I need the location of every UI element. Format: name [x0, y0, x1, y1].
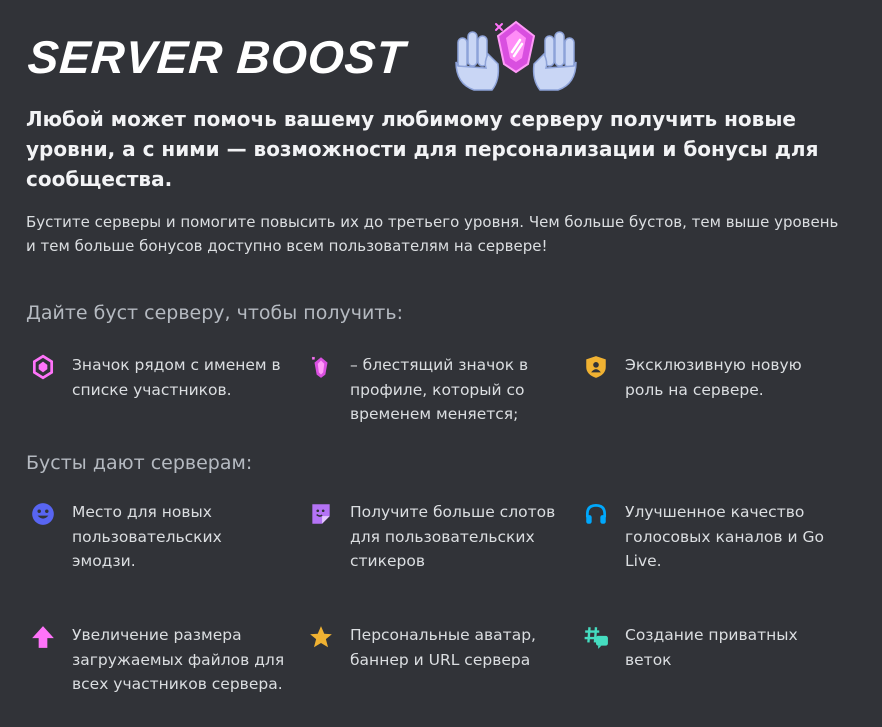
perk-text: Эксклюзивную новую роль на сервере.: [625, 356, 802, 399]
perk-text: Значок рядом с именем в списке участнико…: [72, 356, 281, 399]
perk-badge: Значок рядом с именем в списке участнико…: [30, 353, 287, 402]
perk-text: Улучшенное качество голосовых каналов и …: [625, 503, 824, 570]
perk-voice-quality: Улучшенное качество голосовых каналов и …: [583, 500, 840, 574]
page-title: SERVER BOOST: [26, 31, 408, 83]
perk-role: Эксклюзивную новую роль на сервере.: [583, 353, 840, 402]
thread-icon: [584, 627, 608, 649]
perk-text: Увеличение размера загружаемых файлов дл…: [72, 626, 285, 693]
headphones-icon: [585, 503, 607, 524]
intro-lead: Любой может помочь вашему любимому серве…: [26, 107, 819, 191]
intro-sub: Бустите серверы и помогите повысить их д…: [26, 213, 839, 255]
star-icon: [310, 626, 332, 648]
perk-stickers: Получите больше слотов для пользовательс…: [308, 500, 565, 574]
boost-badge-icon: [32, 354, 54, 380]
perk-shiny-gem: – блестящий значок в профиле, который со…: [308, 353, 565, 427]
perk-custom-profile: Персональные аватар, баннер и URL сервер…: [308, 623, 565, 672]
shiny-gem-icon: [311, 356, 328, 378]
perk-emoji: Место для новых пользовательских эмодзи.: [30, 500, 287, 574]
perk-private-threads: Создание приватных веток: [583, 623, 840, 672]
perk-text: Место для новых пользовательских эмодзи.: [72, 503, 222, 570]
sticker-icon: [312, 504, 330, 524]
role-shield-icon: [586, 356, 606, 378]
hands-holding-gem-icon: [455, 20, 577, 91]
emoji-icon: [32, 503, 54, 525]
perk-upload-size: Увеличение размера загружаемых файлов дл…: [30, 623, 287, 697]
server-perks-heading: Бусты дают серверам:: [26, 452, 253, 474]
perk-text: Персональные аватар, баннер и URL сервер…: [350, 626, 536, 669]
booster-perks-heading: Дайте буст серверу, чтобы получить:: [26, 302, 403, 324]
upload-arrow-icon: [32, 626, 54, 648]
perk-text: Получите больше слотов для пользовательс…: [350, 503, 556, 570]
perk-text: Создание приватных веток: [625, 626, 798, 669]
perk-text: – блестящий значок в профиле, который со…: [350, 356, 529, 423]
